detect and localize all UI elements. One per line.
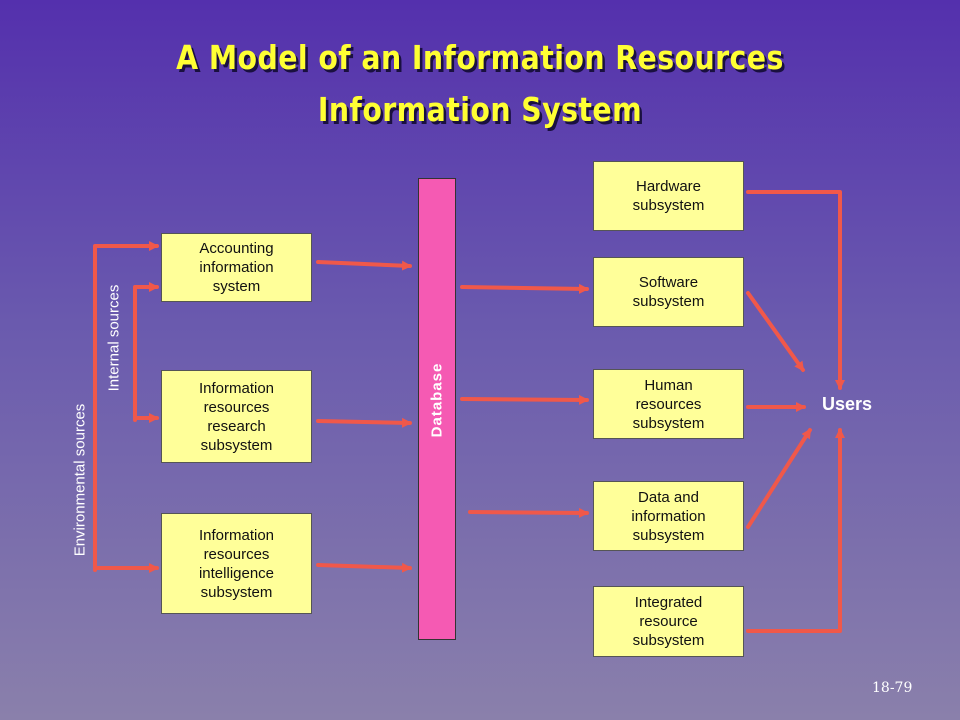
data-information-subsystem-box: Data and information subsystem bbox=[593, 481, 744, 551]
software-to-users-arrow bbox=[746, 291, 805, 372]
hardware-to-users-arrow bbox=[746, 190, 845, 390]
human-resources-subsystem-box: Human resources subsystem bbox=[593, 369, 744, 439]
page-title-line-2: Information System bbox=[317, 90, 643, 129]
intelligence-subsystem-box: Information resources intelligence subsy… bbox=[161, 513, 312, 614]
hardware-subsystem-box: Hardware subsystem bbox=[593, 161, 744, 231]
env-source-arrow-top bbox=[93, 241, 159, 572]
page-number: 18-79 bbox=[872, 680, 913, 696]
database-bar bbox=[418, 178, 456, 640]
internal-source-arrow-top bbox=[133, 282, 159, 422]
research-subsystem-box: Information resources research subsystem bbox=[161, 370, 312, 463]
integrated-resource-subsystem-box: Integrated resource subsystem bbox=[593, 586, 744, 657]
integrated-to-users-arrow bbox=[746, 428, 845, 633]
intelligence-to-database-arrow bbox=[316, 562, 412, 573]
data-info-to-users-arrow bbox=[746, 428, 812, 529]
accounting-information-system-box: Accounting information system bbox=[161, 233, 312, 302]
users-label: Users bbox=[822, 394, 873, 414]
database-to-human-resources-arrow bbox=[460, 394, 589, 405]
research-to-database-arrow bbox=[316, 417, 412, 428]
page-title-line-1: A Model of an Information Resources bbox=[176, 38, 784, 77]
database-to-data-info-arrow bbox=[468, 507, 589, 518]
database-to-software-arrow bbox=[460, 283, 589, 294]
accounting-to-database-arrow bbox=[316, 260, 412, 271]
software-subsystem-box: Software subsystem bbox=[593, 257, 744, 327]
